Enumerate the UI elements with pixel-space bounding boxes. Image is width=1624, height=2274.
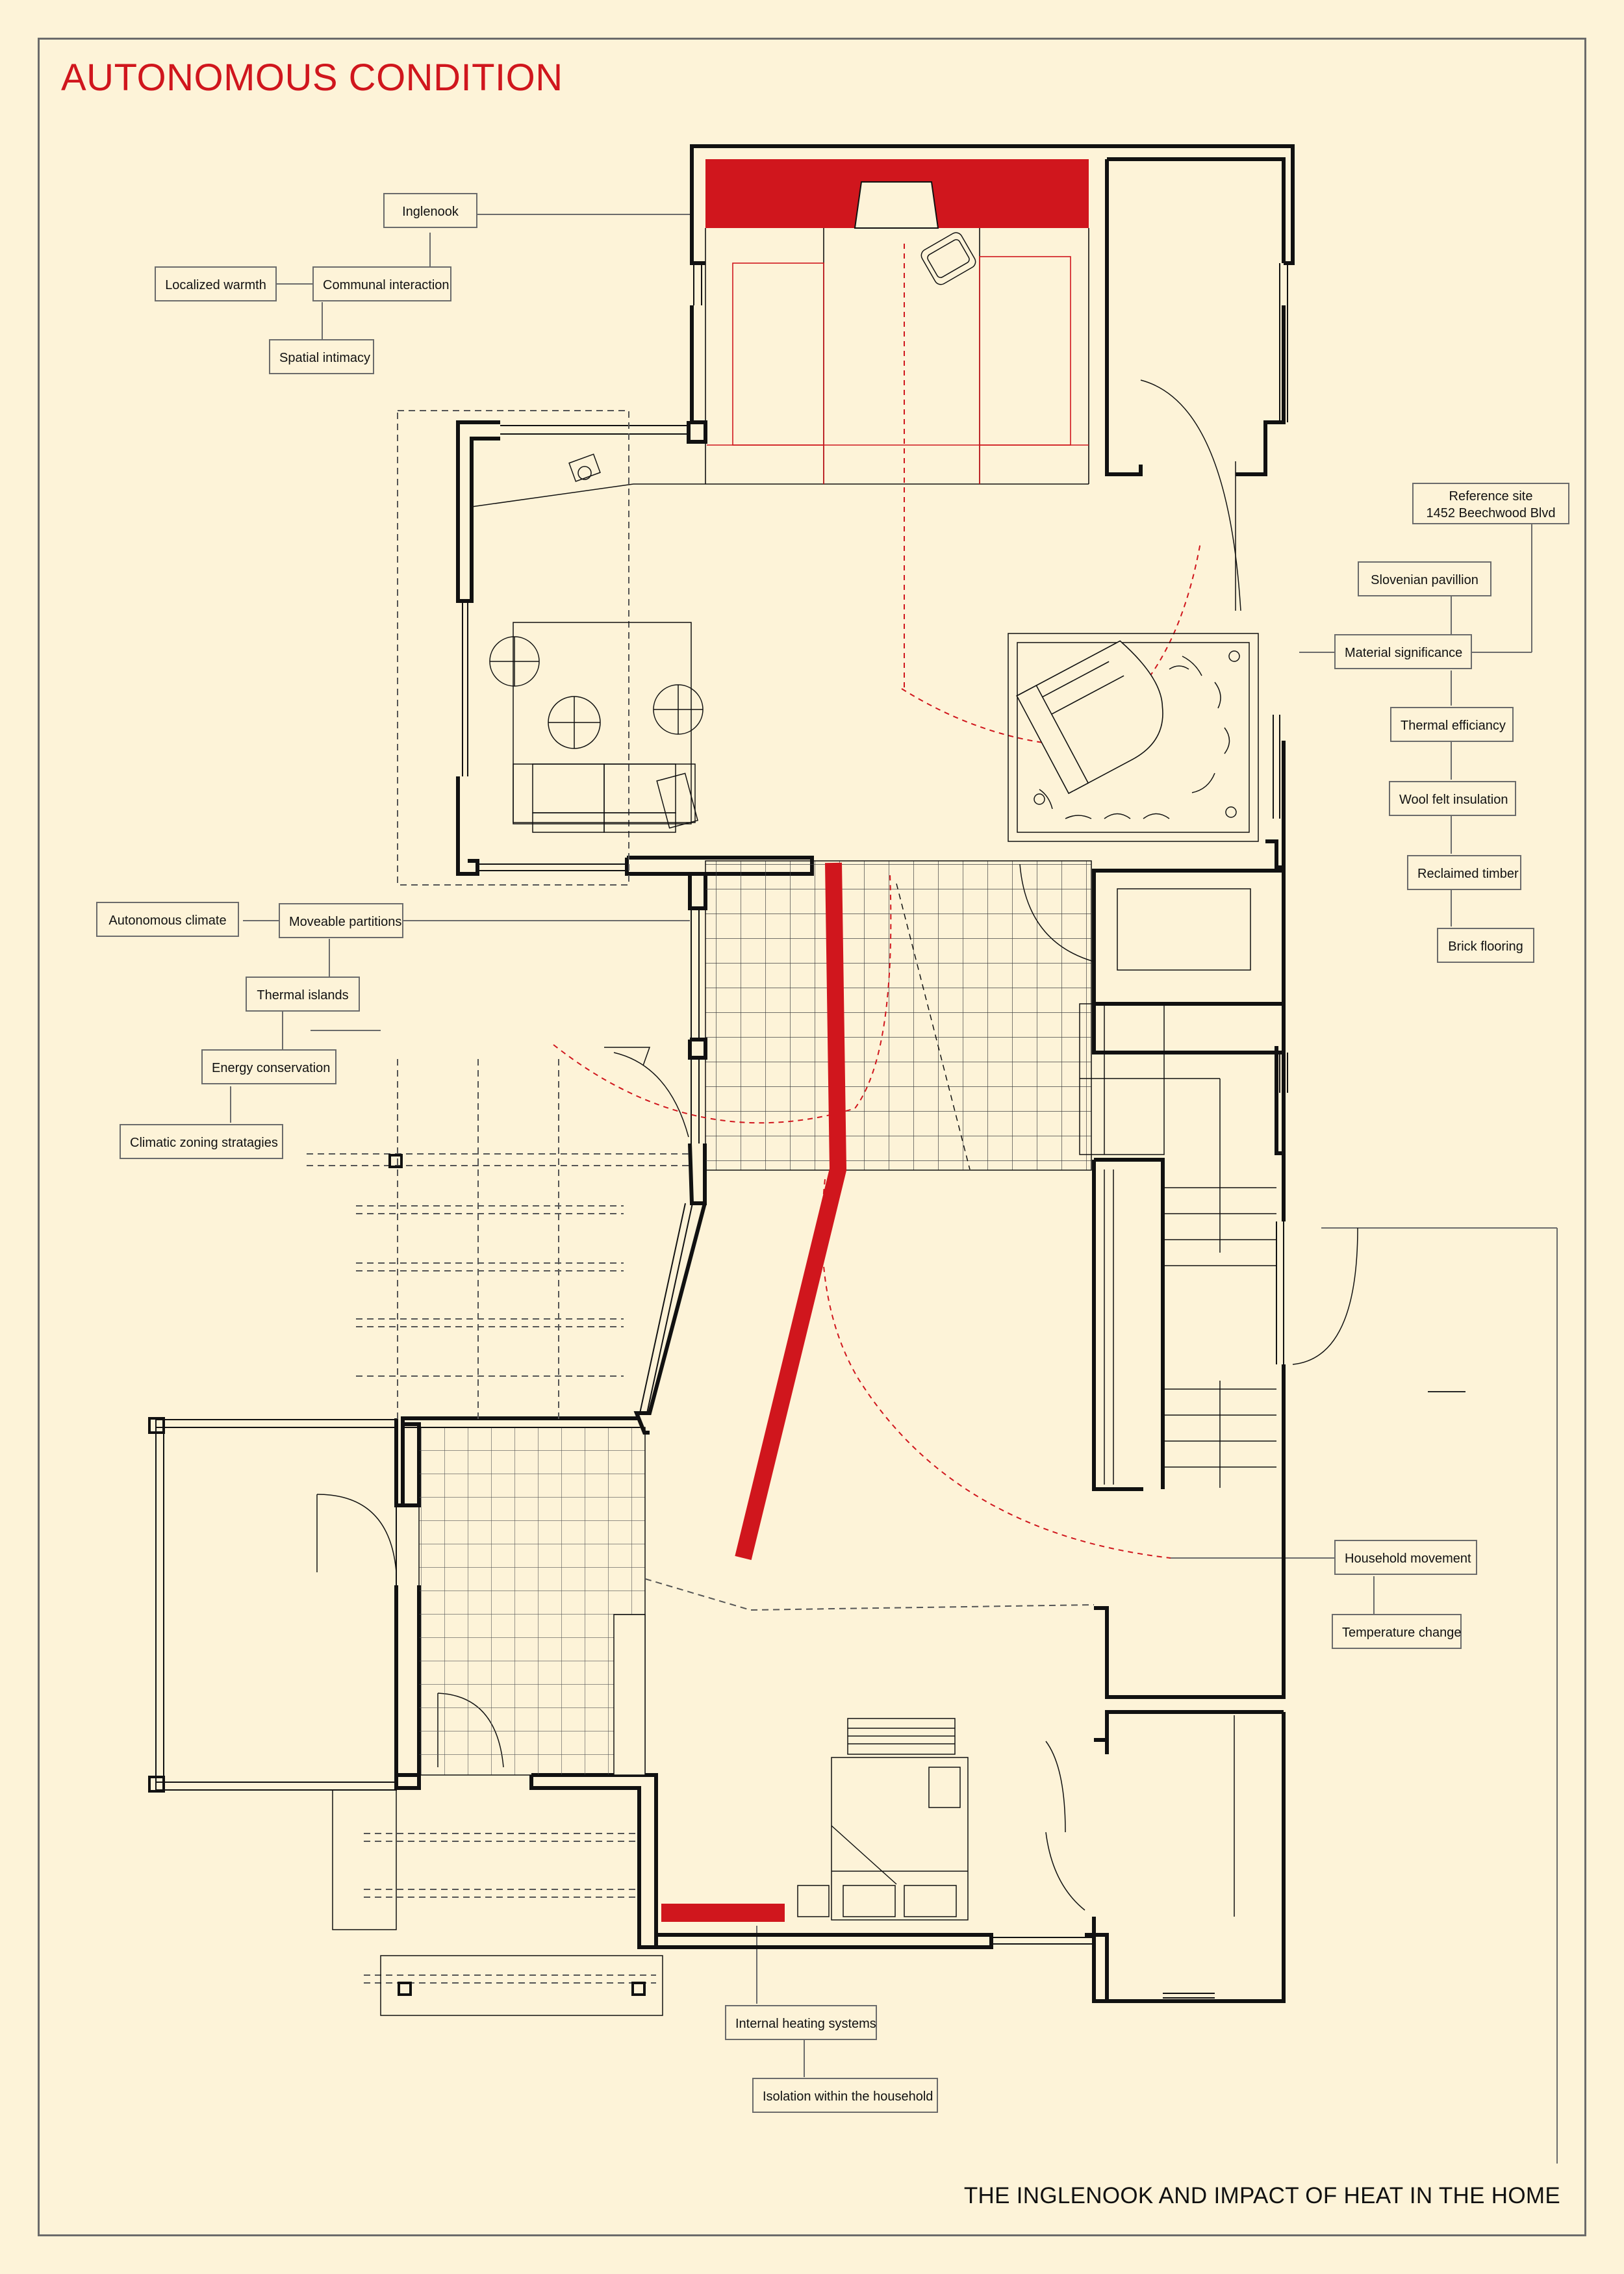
piano-rug [1008,633,1259,842]
label-communal-interaction: Communal interaction [312,266,451,301]
inglenook-hearth [705,159,1089,229]
label-slovenian-pavillion: Slovenian pavillion [1358,561,1491,596]
label-localized-warmth: Localized warmth [155,266,277,301]
page-frame [38,38,1586,2236]
page-title: AUTONOMOUS CONDITION [61,57,563,99]
leader-lines [230,214,1558,2164]
internal-heater [661,1904,785,1922]
label-reference-site: Reference site 1452 Beechwood Blvd [1412,483,1569,524]
label-temperature-change: Temperature change [1332,1614,1462,1649]
label-energy-conservation: Energy conservation [201,1049,336,1084]
label-autonomous-climate: Autonomous climate [96,902,239,937]
tiled-floor-center [705,860,1092,1171]
label-climatic-zoning-stratagies: Climatic zoning stratagies [120,1124,283,1159]
label-reclaimed-timber: Reclaimed timber [1407,855,1521,890]
tiled-floor-lower [418,1427,646,1776]
label-internal-heating-systems: Internal heating systems [725,2005,877,2040]
reference-site-line1: Reference site [1449,489,1533,504]
armchair [920,232,976,285]
label-wool-felt-insulation: Wool felt insulation [1389,781,1516,816]
label-thermal-efficiancy: Thermal efficiancy [1390,707,1514,742]
stairs [1079,1003,1358,1488]
reference-site-line2: 1452 Beechwood Blvd [1426,506,1556,520]
living-room-furniture [471,454,704,833]
label-moveable-partitions: Moveable partitions [279,903,403,938]
heat-path [735,862,847,1561]
label-inglenook: Inglenook [383,193,477,228]
label-household-movement: Household movement [1334,1540,1477,1575]
dashed-zones [307,410,1095,1984]
label-brick-flooring: Brick flooring [1437,928,1534,963]
label-spatial-intimacy: Spatial intimacy [269,339,374,374]
label-material-significance: Material significance [1334,634,1472,669]
page-subtitle: THE INGLENOOK AND IMPACT OF HEAT IN THE … [963,2183,1560,2208]
label-thermal-islands: Thermal islands [246,977,360,1012]
label-isolation-within-household: Isolation within the household [752,2078,938,2113]
grand-piano [1016,640,1163,795]
inglenook-bench-outlines [707,256,1089,484]
